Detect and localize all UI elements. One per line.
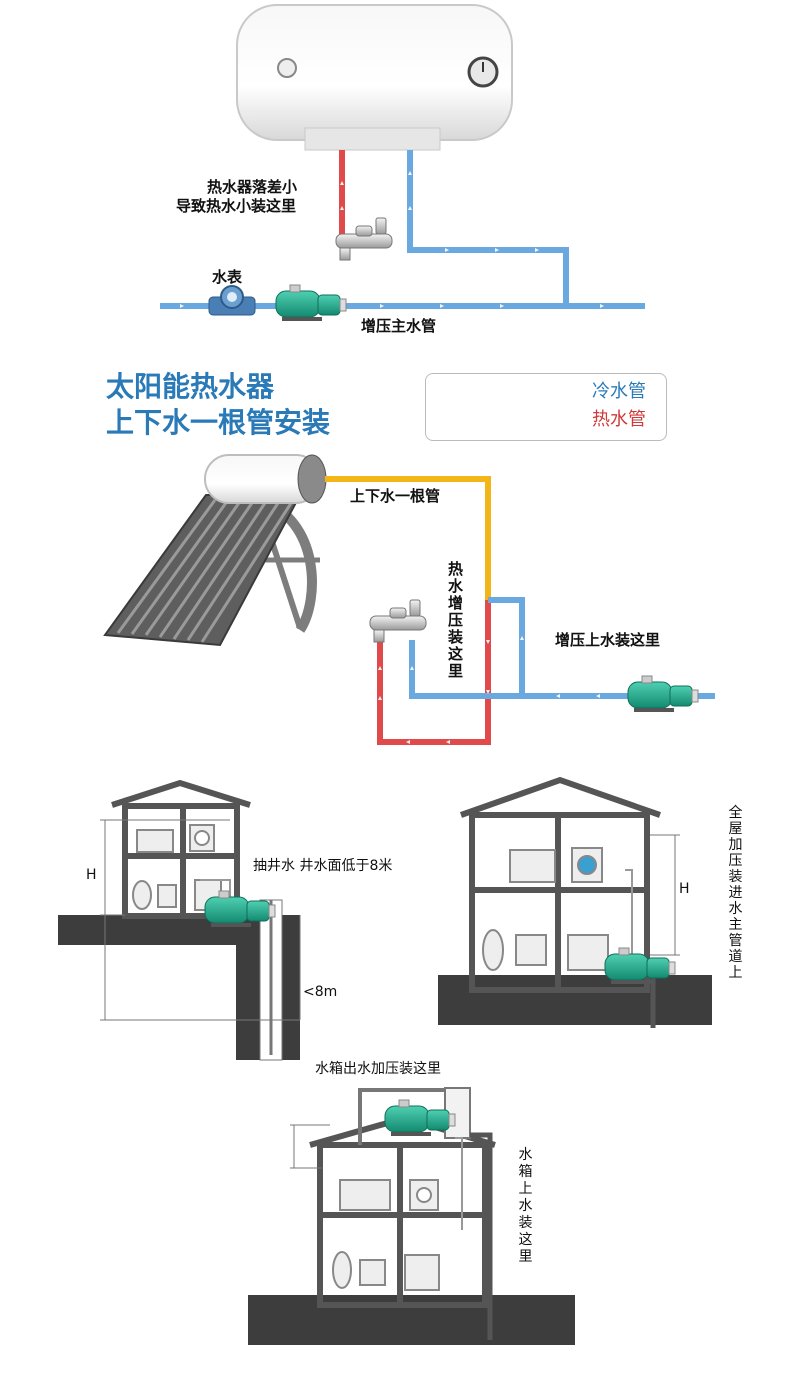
single-pipe-label: 上下水一根管	[350, 487, 441, 505]
hot-water-pipe	[377, 600, 491, 745]
water-meter-icon	[208, 285, 256, 316]
house-1	[111, 779, 251, 919]
electric-heater-section	[160, 4, 645, 322]
booster-pump-icon	[627, 675, 699, 713]
heater-cold-inlet-pipe	[407, 150, 569, 306]
well-water-section	[58, 779, 301, 1061]
inlet-boost-label: 增压上水装这里	[555, 631, 661, 649]
legend-cold-label: 冷水管	[592, 381, 646, 402]
meter-label: 水表	[212, 268, 243, 286]
house-2	[460, 776, 661, 993]
solar-title-line2: 上下水一根管安装	[106, 406, 331, 439]
heater-note-line1: 热水器落差小	[207, 178, 298, 196]
well-label: 抽井水 井水面低于8米	[253, 858, 393, 874]
legend-hot-label: 热水管	[592, 409, 646, 430]
electric-water-heater	[236, 4, 513, 151]
tank-outlet-label: 水箱出水加压装这里	[315, 1061, 441, 1077]
solar-water-heater	[103, 454, 327, 647]
gauge-icon	[277, 58, 297, 78]
height-label-left: H	[86, 867, 97, 883]
faucet-icon	[369, 599, 427, 643]
rooftop-tank-section	[248, 1087, 575, 1345]
cold-water-pipe	[409, 640, 715, 699]
main-pipe-label: 增压主水管	[361, 317, 437, 335]
solar-heater-section	[103, 389, 715, 745]
height-label-right: H	[679, 881, 690, 897]
pipe-legend	[425, 373, 667, 441]
tank-inlet-label: 水箱上水装这里	[518, 1147, 533, 1265]
whole-house-label: 全屋加压装进水主管道上	[728, 805, 743, 981]
single-up-down-pipe	[325, 476, 491, 600]
well-depth-label: <8m	[303, 984, 338, 1000]
booster-pump-icon	[275, 284, 347, 322]
heater-note-line2: 导致热水小装这里	[176, 197, 297, 215]
whole-house-section	[438, 776, 712, 1028]
solar-title-line1: 太阳能热水器	[106, 370, 275, 403]
hot-boost-label: 热水增压装这里	[447, 560, 463, 680]
cold-branch-pipe	[488, 597, 525, 696]
